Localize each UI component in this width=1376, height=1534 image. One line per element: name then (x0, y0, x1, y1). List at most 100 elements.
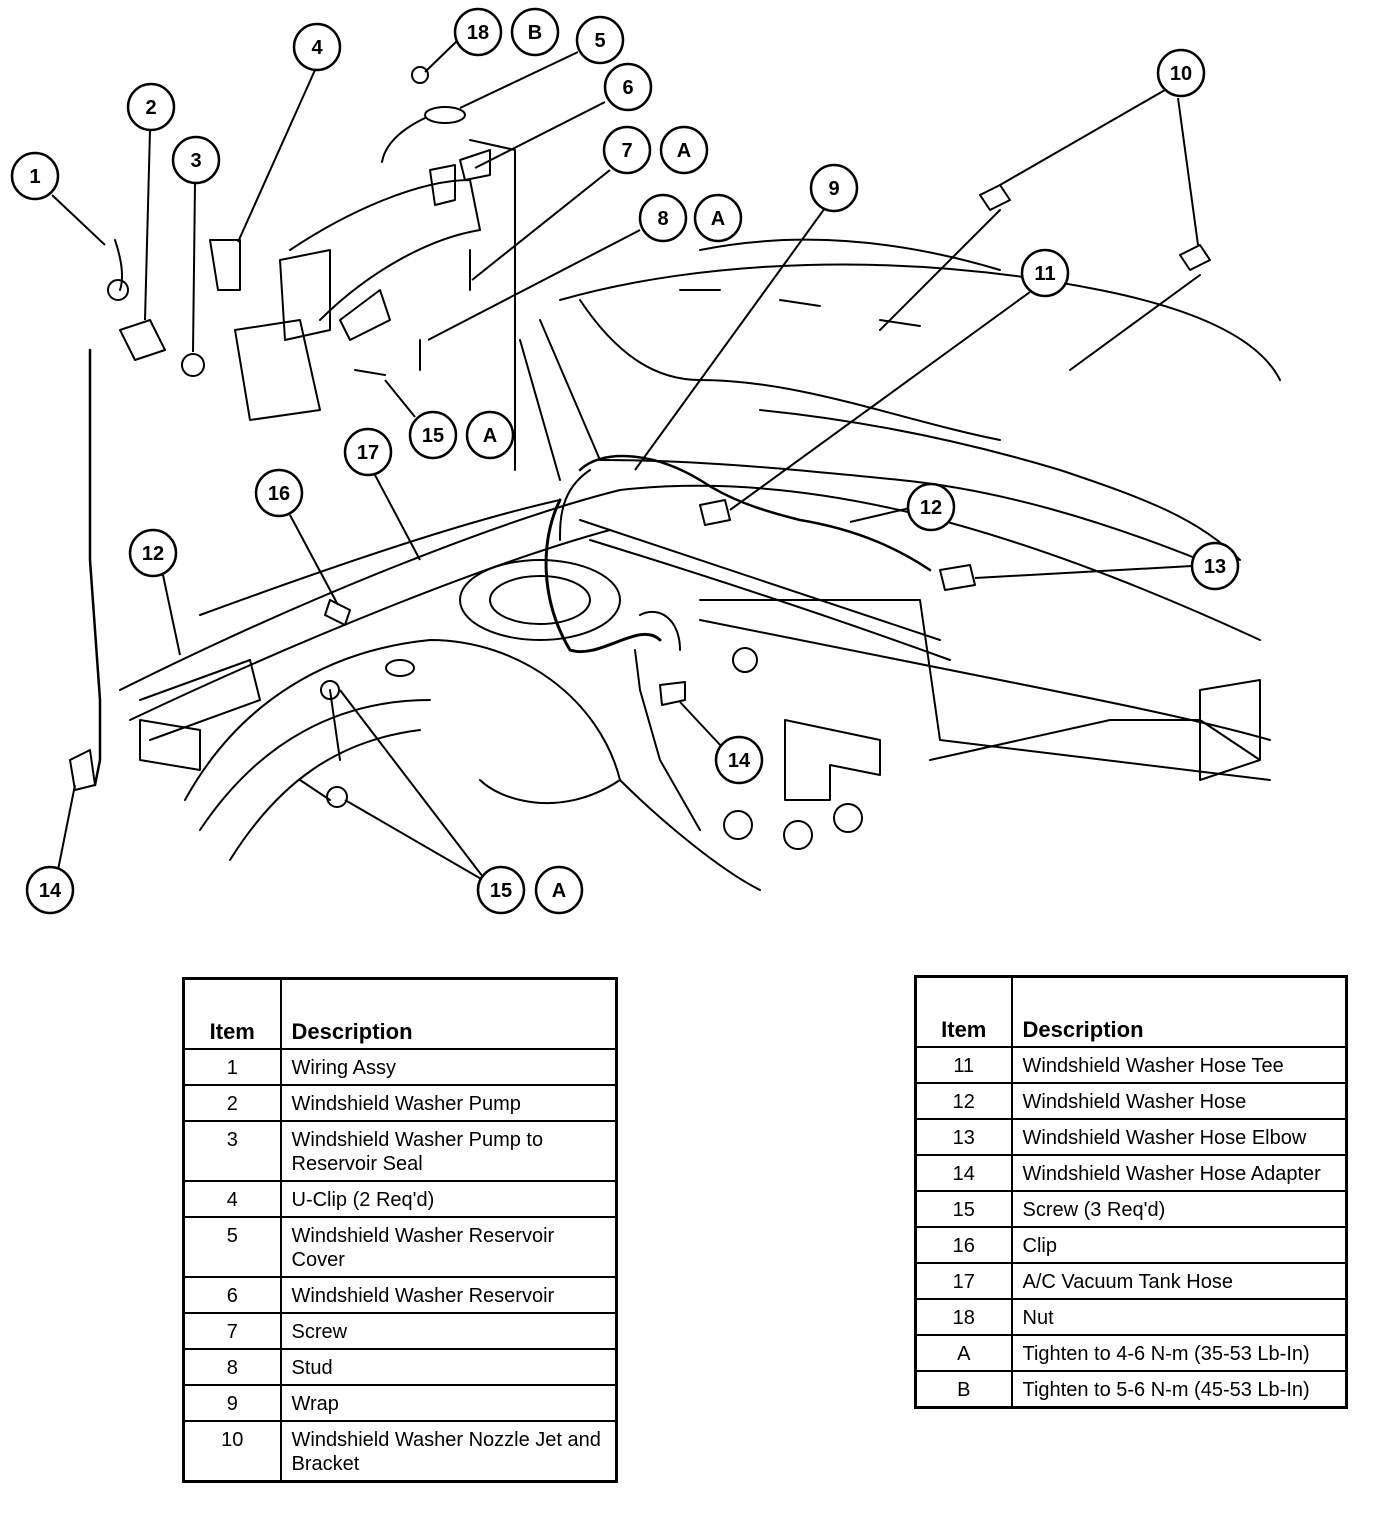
callout-a-circle-2 (693, 193, 743, 243)
legend-item: 10 (182, 1420, 282, 1483)
callout-label: 6 (622, 77, 633, 99)
reservoir-body (234, 319, 321, 421)
callout-label: 7 (621, 140, 632, 162)
callout-17-circle (343, 427, 393, 477)
callout-label: A (483, 425, 497, 447)
legend-description: Clip (1010, 1226, 1348, 1264)
legend-description: Tighten to 5-6 N-m (45-53 Lb-In) (1010, 1370, 1348, 1409)
callout-label: 5 (594, 30, 605, 52)
legend-item: 18 (914, 1298, 1013, 1336)
callout-1-circle (10, 151, 60, 201)
legend-item: 11 (914, 1046, 1013, 1084)
legend-item: 17 (914, 1262, 1013, 1300)
legend-description: Windshield Washer Hose Elbow (1010, 1118, 1348, 1156)
callout-label: 2 (145, 97, 156, 119)
legend-description: Windshield Washer Reservoir (279, 1276, 618, 1314)
item-column-header: Item (914, 975, 1013, 1048)
callout-label: 11 (1034, 263, 1055, 285)
callout-label: 9 (828, 178, 839, 200)
callout-label: 17 (357, 442, 379, 464)
callout-15-circle-2 (476, 865, 526, 915)
callout-label: B (528, 22, 542, 44)
fender-outline (119, 484, 1261, 691)
callout-label: 10 (1170, 63, 1192, 85)
legend-item: 2 (182, 1084, 282, 1122)
description-column-header: Description (279, 977, 618, 1050)
callout-9-circle (809, 163, 859, 213)
legend-item: 16 (914, 1226, 1013, 1264)
description-column-header: Description (1010, 975, 1348, 1048)
legend-description: Screw (3 Req'd) (1010, 1190, 1348, 1228)
callout-15-circle-1 (408, 410, 458, 460)
legend-description: U-Clip (2 Req'd) (279, 1180, 618, 1218)
legend-item: 13 (914, 1118, 1013, 1156)
callout-2-circle (126, 82, 176, 132)
legend-description: Windshield Washer Pump (279, 1084, 618, 1122)
legend-item: B (914, 1370, 1013, 1409)
callout-label: 15 (422, 425, 444, 447)
callout-16-circle (254, 468, 304, 518)
callout-label: 13 (1204, 556, 1226, 578)
legend-description: Wrap (279, 1384, 618, 1422)
legend-description: Tighten to 4-6 N-m (35-53 Lb-In) (1010, 1334, 1348, 1372)
callout-label: 3 (190, 150, 201, 172)
callout-a-circle-1 (659, 125, 709, 175)
callout-12-circle-1 (128, 528, 178, 578)
legend-header-row: Item Description (182, 977, 618, 1050)
legend-item: A (914, 1334, 1013, 1372)
callout-label: A (677, 140, 691, 162)
callout-10-circle (1156, 48, 1206, 98)
legend-header-row: Item Description (914, 975, 1348, 1048)
callout-label: 12 (920, 497, 942, 519)
legend-description: Windshield Washer Hose Adapter (1010, 1154, 1348, 1192)
callout-3-circle (171, 135, 221, 185)
callout-6-circle (603, 62, 653, 112)
callout-label: 1 (29, 166, 40, 188)
callout-14-circle-1 (714, 735, 764, 785)
legend-item: 1 (182, 1048, 282, 1086)
exploded-view-diagram: 1 2 3 4 18 B 5 6 7 A 8 A 9 10 11 15 A 17… (10, 7, 1281, 915)
callout-label: 8 (657, 208, 668, 230)
callout-label: 16 (268, 483, 290, 505)
legend-item: 8 (182, 1348, 282, 1386)
callout-14-circle-2 (25, 865, 75, 915)
callout-11-circle (1020, 248, 1070, 298)
callout-18-circle (453, 7, 503, 57)
callout-label: A (552, 880, 566, 902)
legend-item: 14 (914, 1154, 1013, 1192)
callout-label: 4 (311, 37, 323, 59)
legend-description: Windshield Washer Hose (1010, 1082, 1348, 1120)
callout-4-circle (292, 22, 342, 72)
callout-label: 14 (39, 880, 62, 902)
callout-b-circle (510, 7, 560, 57)
legend-item: 4 (182, 1180, 282, 1218)
callout-5-circle (575, 15, 625, 65)
legend-description: Stud (279, 1348, 618, 1386)
washer-hose (88, 348, 102, 787)
legend-item: 15 (914, 1190, 1013, 1228)
legend-description: Windshield Washer Reservoir Cover (279, 1216, 618, 1278)
callout-8-circle (638, 193, 688, 243)
callout-label: 18 (467, 22, 489, 44)
legend-item: 6 (182, 1276, 282, 1314)
legend-item: 9 (182, 1384, 282, 1422)
callout-a-circle-3 (465, 410, 515, 460)
legend-description: Wiring Assy (279, 1048, 618, 1086)
